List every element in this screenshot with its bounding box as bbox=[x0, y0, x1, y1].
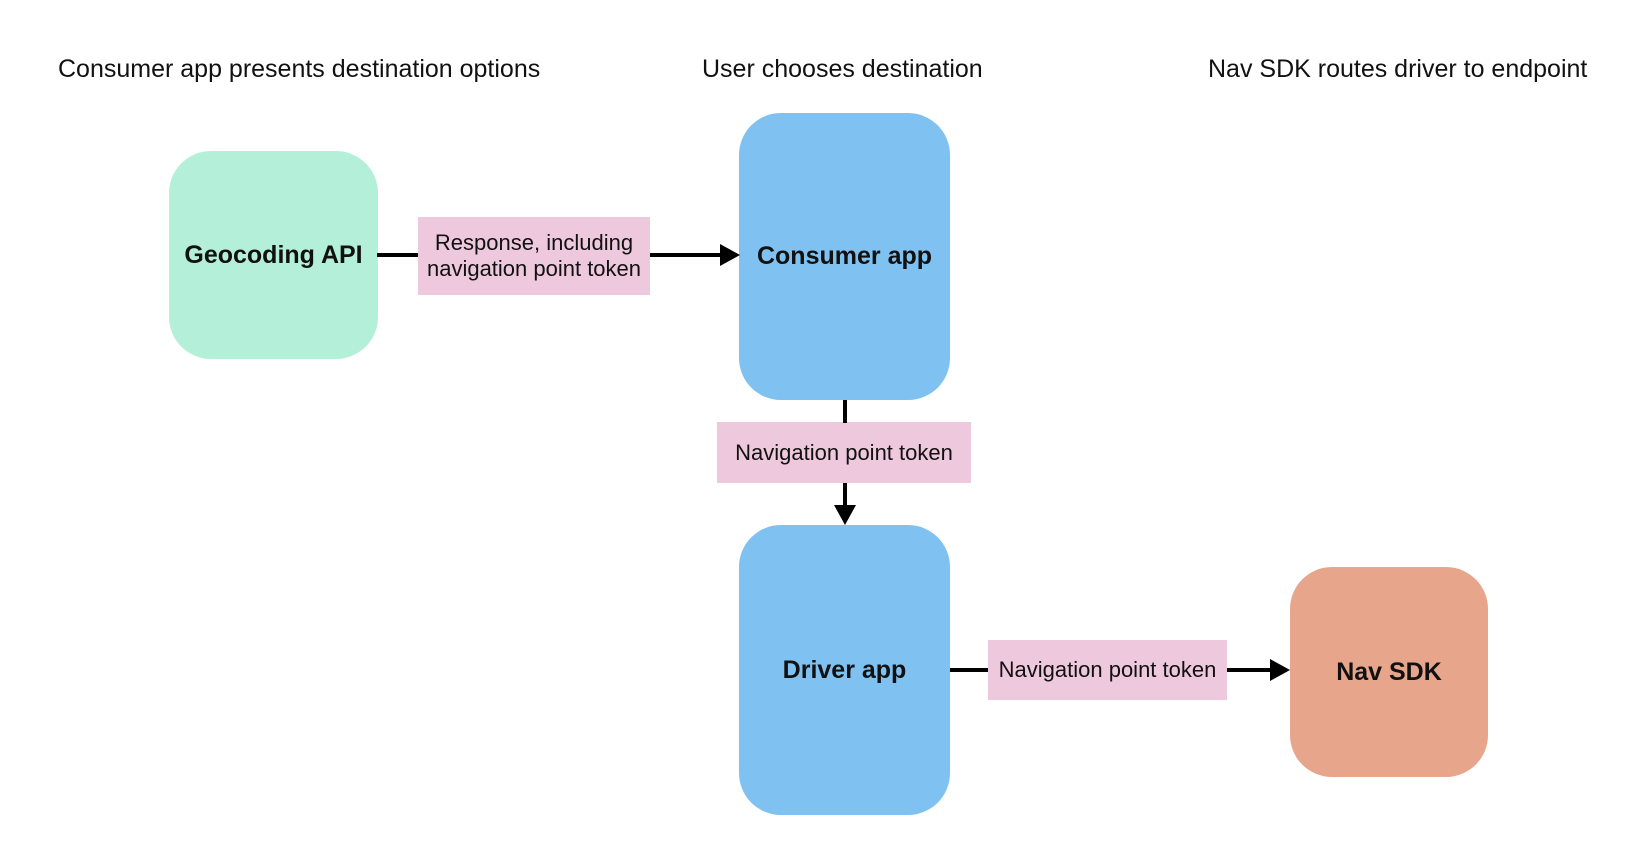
column-heading-choose-destination: User chooses destination bbox=[702, 55, 983, 83]
column-heading-present-options: Consumer app presents destination option… bbox=[58, 55, 541, 83]
node-geocoding-api-label: Geocoding API bbox=[184, 240, 363, 269]
connector-label-to-navsdk bbox=[1227, 668, 1271, 672]
connector-label-to-consumer bbox=[650, 253, 721, 257]
node-nav-sdk-label: Nav SDK bbox=[1336, 657, 1442, 686]
arrowhead-right-icon bbox=[720, 244, 740, 266]
connector-label-to-driver bbox=[843, 483, 847, 506]
connector-driver-to-label bbox=[950, 668, 988, 672]
node-driver-app-label: Driver app bbox=[782, 655, 907, 684]
edge-label-text: Navigation point token bbox=[735, 439, 953, 465]
edge-label-response-including-token: Response, including navigation point tok… bbox=[418, 217, 650, 295]
node-consumer-app: Consumer app bbox=[739, 113, 950, 400]
arrowhead-right-icon bbox=[1270, 659, 1290, 681]
node-geocoding-api: Geocoding API bbox=[169, 151, 378, 359]
node-nav-sdk: Nav SDK bbox=[1290, 567, 1488, 777]
edge-label-text: Response, including navigation point tok… bbox=[426, 230, 642, 281]
connector-consumer-to-label bbox=[843, 400, 847, 423]
column-heading-route-driver: Nav SDK routes driver to endpoint bbox=[1208, 55, 1588, 83]
connector-geocoding-to-label bbox=[377, 253, 418, 257]
arrowhead-down-icon bbox=[834, 505, 856, 525]
edge-label-navigation-point-token-vertical: Navigation point token bbox=[717, 422, 971, 483]
edge-label-navigation-point-token-horizontal: Navigation point token bbox=[988, 640, 1227, 700]
node-driver-app: Driver app bbox=[739, 525, 950, 815]
edge-label-text: Navigation point token bbox=[998, 657, 1217, 682]
node-consumer-app-label: Consumer app bbox=[756, 242, 933, 270]
